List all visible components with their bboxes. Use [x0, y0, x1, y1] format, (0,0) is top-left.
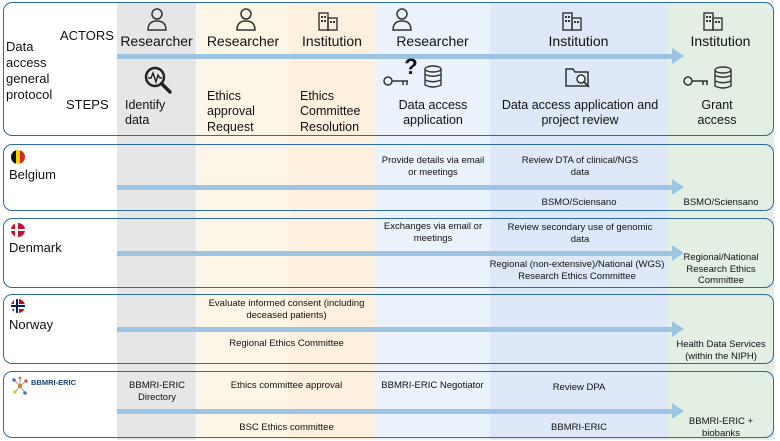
bbmri-panel [3, 371, 774, 438]
building-icon [703, 12, 723, 31]
norway-ethics-body: Regional Ethics Committee [229, 338, 344, 349]
actor-institution-3: Institution [690, 33, 751, 49]
step-identify-data: Identify data [125, 98, 166, 128]
person-icon [236, 8, 256, 31]
actors-label: ACTORS [60, 28, 114, 43]
step-access-application: Data access application [398, 98, 468, 128]
column-grant-access [667, 2, 774, 440]
belgium-flag-icon [11, 150, 25, 164]
actor-institution-2: Institution [548, 33, 609, 49]
bbmri-ethics-approval: Ethics committee approval [230, 380, 343, 391]
norway-grant-body: Health Data Services (within the NIPH) [676, 339, 766, 362]
denmark-exchanges: Exchanges via email or meetings [383, 221, 483, 244]
belgium-panel [3, 144, 774, 211]
norway-flow-arrow [117, 321, 684, 337]
building-icon [318, 12, 338, 31]
denmark-panel [3, 218, 774, 288]
belgium-review-body: BSMO/Sciensano [541, 197, 617, 208]
bbmri-ethics-body: BSC Ethics committee [239, 422, 334, 433]
bbmri-review-body: BBMRI-ERIC [551, 422, 607, 433]
column-identify-data [117, 2, 196, 440]
bbmri-review-dpa: Review DPA [552, 382, 606, 393]
bbmri-logo-text: BBMRI-ERIC [31, 378, 76, 387]
denmark-name: Denmark [9, 240, 62, 255]
column-access-application [375, 2, 490, 440]
actor-researcher-2: Researcher [206, 33, 280, 49]
folder-magnifier-icon [565, 68, 590, 88]
step-grant-access: Grant access [697, 98, 737, 128]
column-ethics-request [197, 2, 289, 440]
denmark-review-body: Regional (non-extensive)/National (WGS) … [489, 259, 665, 282]
building-icon [562, 12, 582, 31]
protocol-label: Data access general protocol [6, 39, 53, 102]
step-ethics-request: Ethics approval Request [207, 89, 255, 134]
actor-researcher-3: Researcher [396, 33, 469, 49]
norway-evaluate-consent: Evaluate informed consent (including dec… [208, 298, 365, 321]
column-ethics-resolution [289, 2, 375, 440]
belgium-name: Belgium [9, 167, 56, 182]
denmark-flow-arrow [117, 245, 684, 261]
header-flow-arrow [117, 48, 684, 64]
norway-name: Norway [9, 317, 54, 332]
key-icon [383, 76, 408, 86]
database-icon [714, 66, 732, 89]
step-application-review: Data access application and project revi… [501, 98, 659, 128]
denmark-review-secondary: Review secondary use of genomic data [507, 222, 653, 245]
belgium-grant-body: BSMO/Sciensano [683, 197, 759, 208]
denmark-flag-icon [11, 223, 25, 237]
steps-label: STEPS [66, 97, 109, 112]
header-panel [3, 2, 774, 136]
belgium-flow-arrow [117, 179, 684, 195]
belgium-provide-details: Provide details via email or meetings [381, 155, 485, 178]
magnifier-chart-icon [144, 66, 172, 94]
belgium-review-dta: Review DTA of clinical/NGS data [521, 155, 639, 178]
actor-researcher-1: Researcher [120, 33, 193, 49]
bbmri-negotiator: BBMRI-ERIC Negotiator [381, 380, 484, 391]
database-icon [424, 65, 442, 88]
key-icon [683, 76, 708, 86]
actor-institution-1: Institution [302, 33, 362, 49]
denmark-grant-body: Regional/National Research Ethics Commit… [683, 252, 759, 287]
bbmri-flow-arrow [117, 403, 684, 419]
bbmri-grant-body: BBMRI-ERIC + biobanks [688, 416, 754, 439]
person-icon [147, 8, 167, 31]
norway-flag-icon [11, 299, 25, 313]
bbmri-logo-icon [12, 376, 28, 395]
question-mark-icon: ? [404, 54, 418, 79]
norway-panel [3, 294, 774, 364]
bbmri-directory: BBMRI-ERIC Directory [129, 380, 185, 403]
step-ethics-resolution: Ethics Committee Resolution [300, 89, 361, 134]
person-icon [392, 8, 412, 31]
